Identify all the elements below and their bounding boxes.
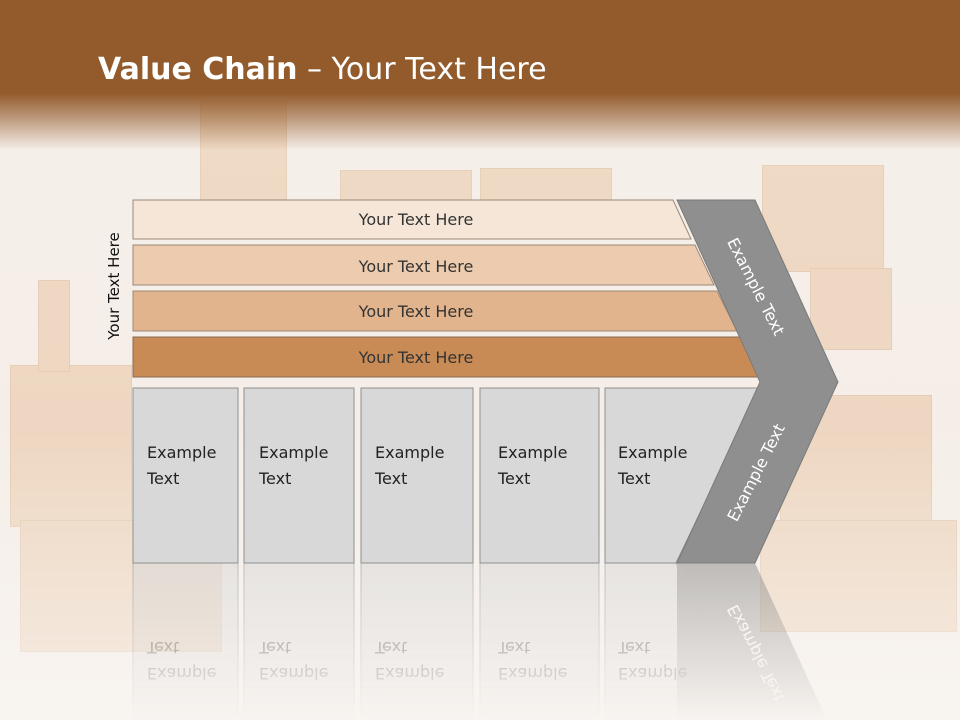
- band-3: Your Text Here: [132, 290, 738, 332]
- reflection-column-3-line2: Text: [374, 638, 407, 657]
- reflection-column-1-line2: Text: [146, 638, 179, 657]
- reflection-column-5-line1: Example: [618, 664, 687, 683]
- band-1-label: Your Text Here: [358, 210, 474, 229]
- column-2-line1: Example: [259, 443, 328, 462]
- column-4-line1: Example: [498, 443, 567, 462]
- slide-title-rest: Your Text Here: [331, 52, 547, 87]
- column-4: Example Text: [479, 387, 600, 564]
- column-1: Example Text: [132, 387, 239, 564]
- band-4: Your Text Here: [132, 336, 761, 378]
- reflection-column-1-line1: Example: [147, 664, 216, 683]
- column-5: Example Text: [604, 387, 761, 564]
- reflection-column-4-line2: Text: [497, 638, 530, 657]
- reflection-column-2-line1: Example: [259, 664, 328, 683]
- column-1-line1: Example: [147, 443, 216, 462]
- band-2: Your Text Here: [132, 244, 715, 286]
- diagram-reflection: Example Text Example Text Example Text E…: [132, 562, 827, 720]
- slide-title: Value Chain – Your Text Here: [98, 52, 547, 87]
- column-2: Example Text: [243, 387, 355, 564]
- column-4-line2: Text: [497, 469, 530, 488]
- column-3-line1: Example: [375, 443, 444, 462]
- reflection-column-3-line1: Example: [375, 664, 444, 683]
- band-4-label: Your Text Here: [358, 348, 474, 367]
- column-5-line1: Example: [618, 443, 687, 462]
- reflection-column-2-line2: Text: [258, 638, 291, 657]
- column-5-line2: Text: [617, 469, 650, 488]
- column-3: Example Text: [360, 387, 474, 564]
- header-band: [0, 0, 960, 150]
- band-3-label: Your Text Here: [358, 302, 474, 321]
- column-3-line2: Text: [374, 469, 407, 488]
- column-1-line2: Text: [146, 469, 179, 488]
- column-2-line2: Text: [258, 469, 291, 488]
- reflection-column-5-line2: Text: [617, 638, 650, 657]
- band-2-label: Your Text Here: [358, 257, 474, 276]
- slide-title-bold: Value Chain: [98, 52, 298, 87]
- reflection-column-4-line1: Example: [498, 664, 567, 683]
- band-1: Your Text Here: [132, 199, 692, 240]
- slide-title-dash: –: [297, 52, 332, 87]
